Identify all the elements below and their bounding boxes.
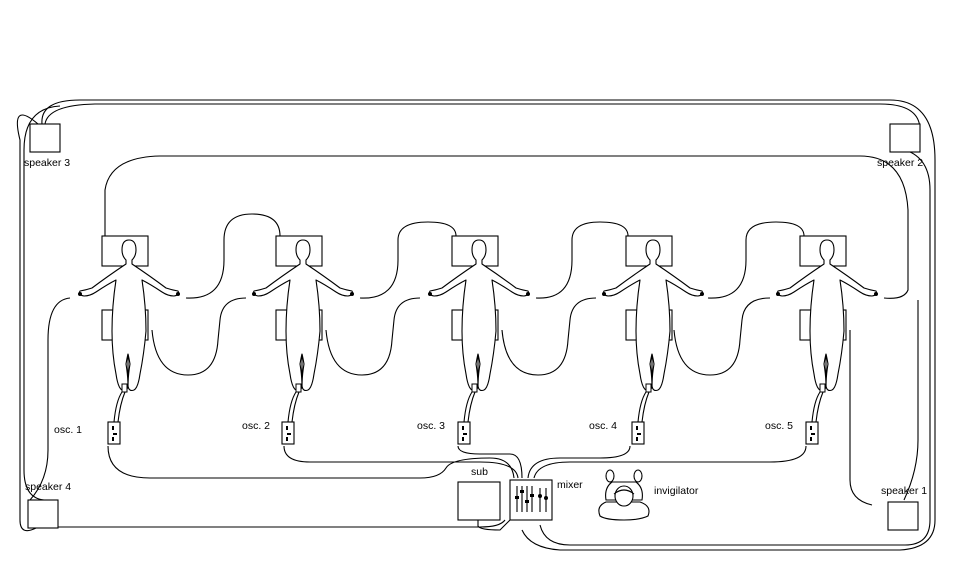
performer-2 xyxy=(251,235,355,445)
speaker-1-box xyxy=(887,501,919,531)
osc-label-5: osc. 5 xyxy=(765,420,793,432)
osc4-to-mixer-cable xyxy=(527,445,631,479)
speaker-2-label: speaker 2 xyxy=(877,157,923,169)
link-2-3-lower xyxy=(325,297,421,376)
osc-label-3: osc. 3 xyxy=(417,420,445,432)
osc-label-4: osc. 4 xyxy=(589,420,617,432)
speaker-3-box xyxy=(29,123,61,153)
invigilator-figure xyxy=(598,469,650,521)
mixer-label: mixer xyxy=(557,479,583,491)
speaker-3-cable xyxy=(44,103,921,131)
speaker-1-label: speaker 1 xyxy=(881,485,927,497)
speaker-3-label: speaker 3 xyxy=(24,157,70,169)
link-4-5-upper xyxy=(707,221,805,299)
speaker-4-box xyxy=(27,499,59,529)
right-loop-cable xyxy=(849,330,873,506)
performer-1 xyxy=(77,235,181,445)
mixer-box xyxy=(509,479,553,521)
link-1-2-lower xyxy=(151,297,247,376)
invigilator-label: invigilator xyxy=(654,485,699,497)
link-2-3-upper xyxy=(359,221,457,299)
outer-speaker-cable xyxy=(41,99,936,551)
left-loop-cable xyxy=(29,297,71,501)
performer-3 xyxy=(427,235,531,445)
osc3-to-mixer-cable xyxy=(457,445,523,479)
speaker-2-box xyxy=(889,123,921,153)
osc-label-2: osc. 2 xyxy=(242,420,270,432)
link-3-4-lower xyxy=(501,297,597,376)
speaker-1-cable xyxy=(903,300,919,501)
osc5-to-mixer-cable xyxy=(533,445,807,479)
upper-loop-cable xyxy=(104,155,909,299)
link-3-4-upper xyxy=(535,221,629,299)
sub-box xyxy=(457,481,501,521)
sub-label: sub xyxy=(471,466,488,478)
performer-4 xyxy=(601,235,705,445)
osc2-to-mixer-cable xyxy=(283,445,519,479)
osc-label-1: osc. 1 xyxy=(54,424,82,436)
speaker-4-label: speaker 4 xyxy=(25,481,71,493)
bottom-cable xyxy=(40,519,506,528)
link-1-2-upper xyxy=(185,213,281,299)
speaker-2-cable xyxy=(539,149,931,546)
link-4-5-lower xyxy=(673,297,771,376)
performer-5 xyxy=(775,235,879,445)
outer-speaker-cable-2 xyxy=(16,114,39,532)
osc1-to-mixer-cable xyxy=(107,445,515,479)
